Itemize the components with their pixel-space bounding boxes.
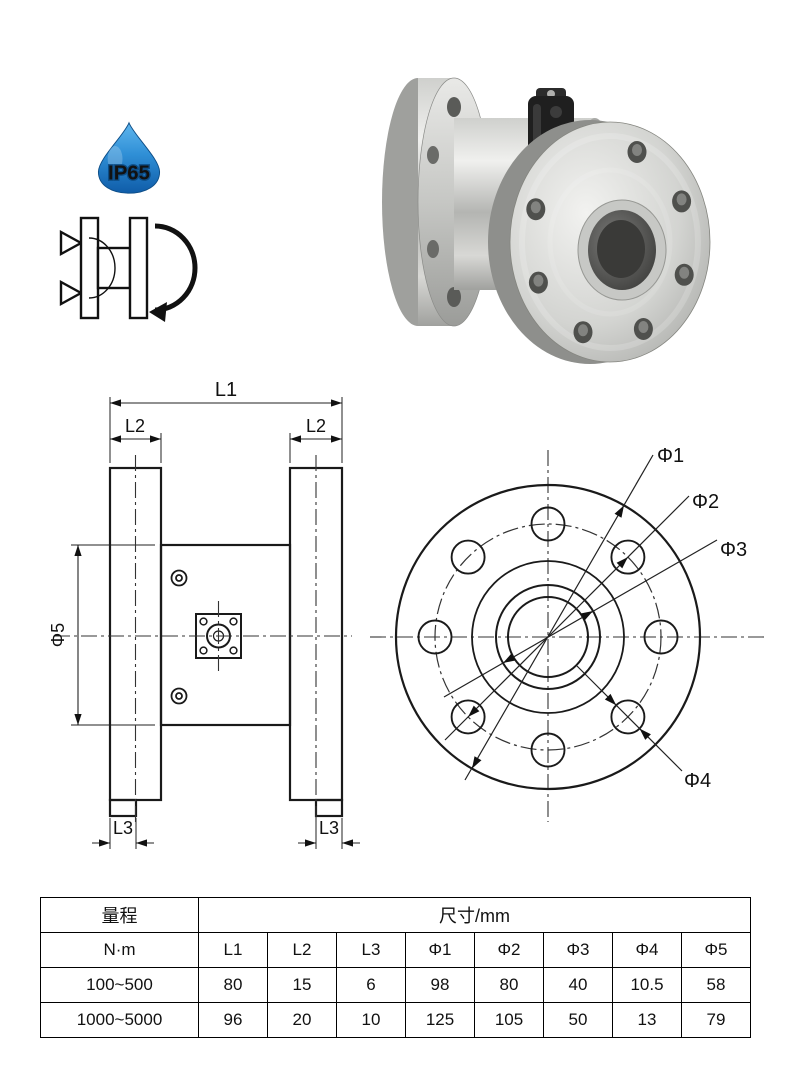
bolt-hole xyxy=(427,146,439,164)
col-header: L1 xyxy=(198,932,268,968)
extension-lines xyxy=(71,397,343,849)
bolt-holes xyxy=(417,506,679,768)
water-drop-icon xyxy=(97,121,161,194)
range-cell: 1000~5000 xyxy=(40,1002,199,1038)
dim-label-l3-left: L3 xyxy=(113,818,133,838)
bolt-hole-highlights xyxy=(530,144,690,337)
col-header: Φ2 xyxy=(474,932,544,968)
dim-label-l3-right: L3 xyxy=(319,818,339,838)
value-cell: 96 xyxy=(198,1002,268,1038)
range-header-cell: 量程 xyxy=(40,897,199,933)
rotation-arrowhead xyxy=(149,302,167,322)
col-header: L3 xyxy=(336,932,406,968)
value-cell: 80 xyxy=(198,967,268,1003)
centerlines xyxy=(54,455,352,825)
dim-label-phi4: Φ4 xyxy=(684,770,711,792)
ip65-badge: IP65 xyxy=(97,121,161,194)
value-cell: 10.5 xyxy=(612,967,682,1003)
flange-circles xyxy=(394,483,702,791)
dimension-table: 量程 尺寸/mm N·m L1 L2 L3 Φ1 Φ2 Φ3 Φ4 Φ5 100… xyxy=(40,897,751,1038)
drop-highlight xyxy=(107,145,123,172)
range-cell: 100~500 xyxy=(40,967,199,1003)
value-cell: 20 xyxy=(267,1002,337,1038)
table-row: 100~500 80 15 6 98 80 40 10.5 58 xyxy=(40,967,751,1003)
ip-rating-label: IP65 xyxy=(108,162,150,184)
dim-label-l1: L1 xyxy=(215,379,237,401)
coupling-outline xyxy=(59,216,149,320)
col-header: L2 xyxy=(267,932,337,968)
inner-rotation-line xyxy=(88,237,116,299)
bolt-hole xyxy=(447,287,461,307)
dims-header-cell: 尺寸/mm xyxy=(198,897,751,933)
dim-label-phi2: Φ2 xyxy=(692,491,719,513)
table-header-row: 量程 尺寸/mm xyxy=(40,897,751,933)
column-header-row: N·m L1 L2 L3 Φ1 Φ2 Φ3 Φ4 Φ5 xyxy=(40,932,751,968)
product-photo xyxy=(382,77,711,364)
body-details xyxy=(170,569,242,705)
bolt-hole xyxy=(447,97,461,117)
value-cell: 79 xyxy=(681,1002,751,1038)
dim-label-phi1: Φ1 xyxy=(657,445,684,467)
table-row: 1000~5000 96 20 10 125 105 50 13 79 xyxy=(40,1002,751,1038)
value-cell: 40 xyxy=(543,967,613,1003)
col-header: Φ4 xyxy=(612,932,682,968)
part-outline xyxy=(108,466,344,818)
value-cell: 50 xyxy=(543,1002,613,1038)
unit-cell: N·m xyxy=(40,932,199,968)
right-flange xyxy=(488,120,711,364)
dimension-arrows xyxy=(74,399,353,847)
col-header: Φ3 xyxy=(543,932,613,968)
side-view-drawing: L1 L2 L2 Φ5 L3 L3 xyxy=(48,379,360,849)
value-cell: 6 xyxy=(336,967,406,1003)
bore-hole xyxy=(597,220,645,278)
col-header: Φ5 xyxy=(681,932,751,968)
value-cell: 98 xyxy=(405,967,475,1003)
value-cell: 105 xyxy=(474,1002,544,1038)
value-cell: 13 xyxy=(612,1002,682,1038)
value-cell: 125 xyxy=(405,1002,475,1038)
bolt-hole xyxy=(427,240,439,258)
dim-label-phi3: Φ3 xyxy=(720,539,747,561)
value-cell: 58 xyxy=(681,967,751,1003)
value-cell: 10 xyxy=(336,1002,406,1038)
dim-label-phi5: Φ5 xyxy=(48,623,68,647)
dim-label-l2-left: L2 xyxy=(125,416,145,436)
centerlines xyxy=(370,450,764,822)
value-cell: 15 xyxy=(267,967,337,1003)
value-cell: 80 xyxy=(474,967,544,1003)
rotation-icon xyxy=(59,216,198,322)
col-header: Φ1 xyxy=(405,932,475,968)
dim-label-l2-right: L2 xyxy=(306,416,326,436)
rotation-arrow-arc xyxy=(154,223,198,313)
front-view-drawing: Φ1 Φ2 Φ3 Φ4 xyxy=(370,445,764,822)
